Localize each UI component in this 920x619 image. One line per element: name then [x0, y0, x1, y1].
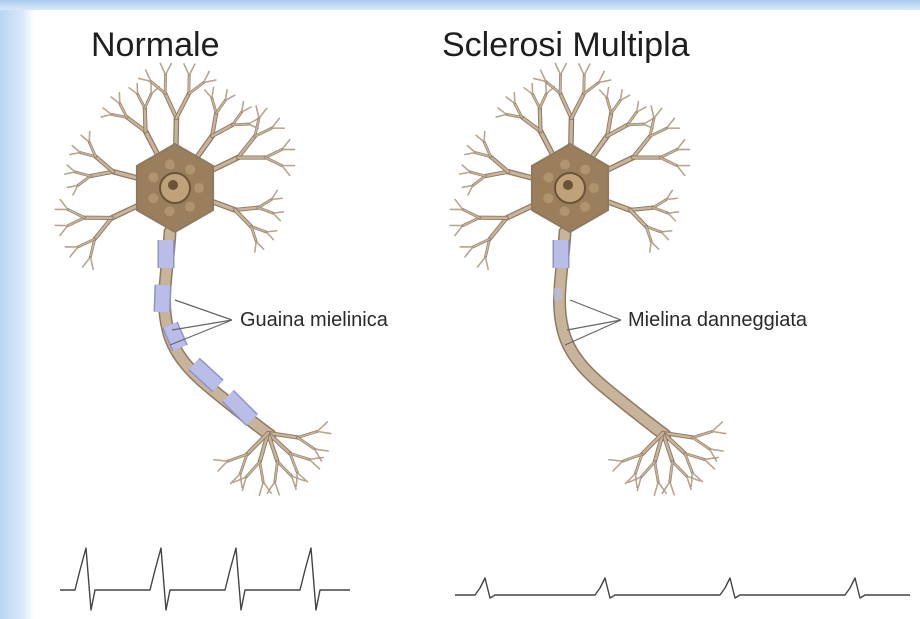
signal-trace [455, 578, 910, 598]
myelin-segment [228, 396, 252, 420]
ecg-signal-weak [455, 578, 910, 598]
nucleolus [563, 180, 573, 190]
callout-label-myelin-sheath: Guaina mielinica [240, 309, 388, 332]
panel-title-ms: Sclerosi Multipla [442, 26, 690, 65]
callout-lines [565, 300, 621, 345]
nucleolus [168, 180, 178, 190]
axon-terminal [609, 422, 726, 495]
panel-title-normal: Normale [91, 26, 219, 65]
axon [560, 232, 665, 435]
neuron-normal [55, 63, 350, 610]
ecg-signal-normal [60, 548, 350, 610]
myelin-segment [162, 285, 163, 312]
axon-terminal [214, 422, 331, 495]
myelin-fragment [557, 288, 558, 300]
callout-label-damaged-myelin: Mielina danneggiata [628, 309, 807, 332]
signal-trace [60, 548, 350, 610]
axon-outline [560, 232, 665, 435]
